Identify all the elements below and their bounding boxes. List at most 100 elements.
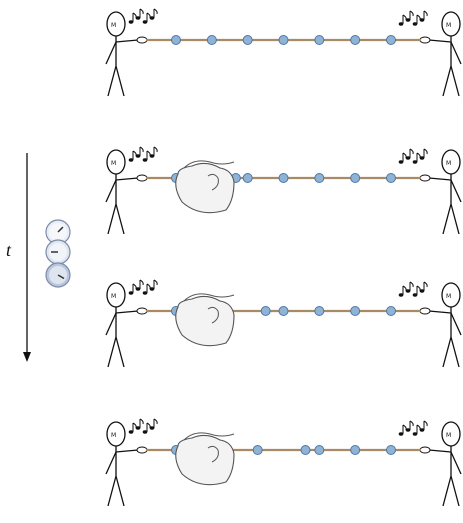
- note-head: [419, 289, 425, 293]
- hand-grip: [136, 36, 148, 44]
- bead: [386, 35, 396, 45]
- note-flag: [153, 146, 158, 153]
- face: M: [446, 22, 451, 29]
- clock-hand: [57, 226, 64, 233]
- bead: [300, 445, 311, 455]
- clock-icon: [45, 239, 71, 265]
- bead-chain: [146, 35, 421, 45]
- arms: [105, 39, 139, 65]
- bead: [350, 306, 361, 316]
- note-head: [398, 160, 404, 164]
- bead: [260, 306, 271, 316]
- note-flag: [153, 8, 158, 15]
- bead: [386, 173, 396, 183]
- music-notes-icon: [398, 420, 428, 436]
- note-flag: [409, 420, 414, 427]
- legs: [442, 65, 460, 97]
- hand-grip: [136, 446, 148, 454]
- hand-grip: [419, 174, 431, 182]
- note-head: [142, 20, 148, 24]
- palm: [175, 295, 235, 347]
- note-flag: [409, 10, 414, 17]
- thumb: [207, 445, 219, 463]
- note-head: [398, 432, 404, 436]
- note-head: [142, 158, 148, 162]
- stick-figure: M: [105, 421, 148, 507]
- arms: [428, 177, 462, 203]
- note-head: [398, 293, 404, 297]
- note-head: [149, 154, 155, 158]
- face: M: [111, 293, 116, 300]
- note-head: [398, 22, 404, 26]
- note-head: [128, 291, 134, 295]
- music-notes-icon: [128, 279, 158, 295]
- note-flag: [153, 279, 158, 286]
- arms: [105, 177, 139, 203]
- stick-figure: M: [105, 149, 148, 235]
- note-head: [135, 287, 141, 291]
- finger: [183, 160, 235, 169]
- thumb: [207, 306, 219, 324]
- finger: [183, 293, 235, 302]
- bead: [171, 35, 181, 45]
- note-head: [128, 430, 134, 434]
- bead: [314, 306, 325, 316]
- note-flag: [423, 420, 428, 427]
- bead: [242, 173, 253, 183]
- note-head: [405, 428, 411, 432]
- note-head: [412, 22, 418, 26]
- hand-grip: [419, 36, 431, 44]
- note-head: [142, 430, 148, 434]
- hand-grip: [136, 174, 148, 182]
- bead: [350, 173, 361, 183]
- stick-figure: M: [419, 282, 462, 368]
- bead: [350, 445, 361, 455]
- stick-figure: M: [419, 421, 462, 507]
- bead: [314, 173, 325, 183]
- note-head: [412, 293, 418, 297]
- arms: [428, 449, 462, 475]
- music-notes-icon: [128, 8, 158, 24]
- bead: [278, 173, 289, 183]
- arms: [105, 449, 139, 475]
- bead: [314, 35, 325, 45]
- clock-hand: [57, 274, 65, 280]
- time-axis-label: t: [6, 240, 12, 260]
- hand-icon: [175, 293, 235, 347]
- legs: [107, 475, 125, 507]
- note-flag: [409, 148, 414, 155]
- note-flag: [139, 146, 144, 153]
- legs: [442, 336, 460, 368]
- legs: [107, 203, 125, 235]
- arms: [428, 39, 462, 65]
- face: M: [446, 160, 451, 167]
- bead: [206, 35, 217, 45]
- note-head: [135, 16, 141, 20]
- face: M: [111, 22, 116, 29]
- note-flag: [139, 279, 144, 286]
- music-notes-icon: [398, 148, 428, 164]
- bead: [242, 35, 253, 45]
- note-head: [412, 432, 418, 436]
- note-head: [419, 156, 425, 160]
- stick-figure: M: [105, 282, 148, 368]
- face: M: [111, 160, 116, 167]
- bead: [350, 35, 361, 45]
- finger: [183, 432, 235, 441]
- note-flag: [423, 148, 428, 155]
- legs: [107, 336, 125, 368]
- legs: [107, 65, 125, 97]
- note-head: [135, 154, 141, 158]
- clock-icon: [45, 262, 71, 288]
- face: M: [111, 432, 116, 439]
- hand-grip: [419, 307, 431, 315]
- palm: [175, 434, 235, 486]
- bead: [278, 306, 289, 316]
- bead: [314, 445, 325, 455]
- bead: [278, 35, 289, 45]
- time-arrow-head: [23, 352, 31, 362]
- bead: [386, 306, 396, 316]
- hand-icon: [175, 432, 235, 486]
